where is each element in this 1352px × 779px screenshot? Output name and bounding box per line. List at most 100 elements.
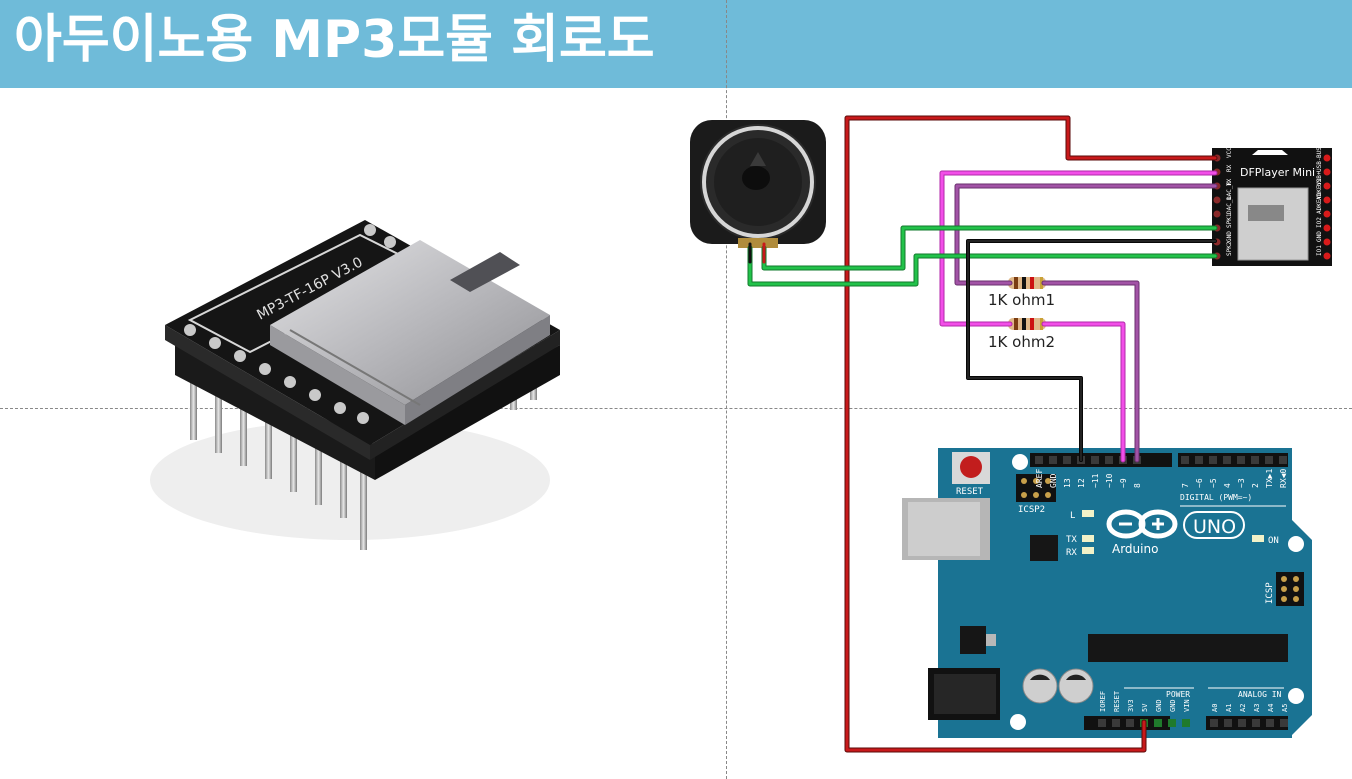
digital-pin-label: ~10 (1105, 473, 1114, 488)
led-tx-label: TX (1066, 535, 1077, 545)
digital-pin-label: 2 (1251, 483, 1260, 488)
dfplayer-pin-right (1323, 196, 1331, 204)
page-title: 아두이노용 MP3모듈 회로도 (14, 10, 655, 70)
dfplayer-pin-left-label: RX (1226, 164, 1233, 172)
dfplayer-pin-left-label: SPK2 (1226, 241, 1233, 256)
dfplayer-pin-left (1213, 210, 1221, 218)
analog-pin-hole (1210, 719, 1218, 727)
dfplayer-pin-right (1323, 224, 1331, 232)
dfplayer-pin-right (1323, 182, 1331, 190)
brand-label: Arduino (1112, 542, 1158, 556)
dfplayer-pin-right-label: IO2 (1316, 217, 1323, 228)
analog-pin-hole (1252, 719, 1260, 727)
horizontal-guide-line (0, 408, 1352, 409)
dfplayer-pin-left-label: VCC (1226, 147, 1233, 158)
analog-pin-label: A3 (1253, 704, 1261, 712)
digital-pin-label: RX◀0 (1279, 469, 1288, 488)
power-pin-hole (1168, 719, 1176, 727)
dfplayer-pin-right (1323, 168, 1331, 176)
power-label: POWER (1166, 690, 1190, 699)
dfplayer-pin-right (1323, 238, 1331, 246)
digital-label: DIGITAL (PWM=~) (1180, 493, 1252, 502)
power-pin-label: GND (1155, 699, 1163, 712)
power-pin-hole (1182, 719, 1190, 727)
digital-pin-hole (1223, 456, 1231, 464)
digital-pin-label: ~9 (1119, 478, 1128, 488)
digital-pin-label: 4 (1223, 483, 1232, 488)
power-pin-hole (1098, 719, 1106, 727)
uno-label: UNO (1193, 516, 1236, 538)
dfplayer-pin-left-label: GND (1226, 231, 1233, 242)
power-pin-label: VIN (1183, 699, 1191, 712)
icsp-label: ICSP (1265, 582, 1275, 604)
analog-pin-label: A5 (1281, 704, 1289, 712)
analog-pin-label: A0 (1211, 704, 1219, 712)
dfplayer-pin-right (1323, 210, 1331, 218)
digital-pin-label: ~3 (1237, 478, 1246, 488)
analog-pin-hole (1238, 719, 1246, 727)
on-label: ON (1268, 536, 1279, 546)
power-pin-label: GND (1169, 699, 1177, 712)
wire-tx-purple (954, 183, 1218, 463)
digital-pin-hole (1279, 456, 1287, 464)
led-rx-label: RX (1066, 548, 1077, 558)
digital-pin-label: 7 (1181, 483, 1190, 488)
wire-rx-magenta (939, 170, 1218, 463)
title-banner: 아두이노용 MP3모듈 회로도 (0, 0, 1352, 88)
power-pin-hole (1154, 719, 1162, 727)
digital-pin-label: ~11 (1091, 473, 1100, 488)
analog-pin-label: A4 (1267, 704, 1275, 712)
resistor-1-label: 1K ohm1 (988, 291, 1055, 309)
led-l-label: L (1070, 511, 1075, 521)
digital-pin-hole (1195, 456, 1203, 464)
wire-gnd-black (966, 239, 1217, 462)
digital-pin-hole (1265, 456, 1273, 464)
dfplayer-pin-left (1213, 196, 1221, 204)
analog-pin-label: A1 (1225, 704, 1233, 712)
dfplayer-pin-right-label: USB+ (1316, 171, 1323, 186)
digital-pin-hole (1035, 456, 1043, 464)
analog-pin-hole (1280, 719, 1288, 727)
analog-pin-hole (1224, 719, 1232, 727)
digital-pin-hole (1237, 456, 1245, 464)
analog-pin-label: A2 (1239, 704, 1247, 712)
digital-pin-label: GND (1049, 473, 1058, 488)
dfplayer-mini-module: DFPlayer Mini VCC RX TXDAC_RDAC_LSPK1GNDSP… (1212, 143, 1332, 266)
vertical-guide-line (726, 0, 727, 779)
digital-pin-label: 8 (1133, 483, 1142, 488)
power-pin-label: 3V3 (1127, 699, 1135, 712)
dfplayer-pin-left-label: DAC_R (1226, 182, 1233, 200)
power-pin-hole (1112, 719, 1120, 727)
mp3-module-photo: MP3-TF-16P V3.0 (150, 220, 560, 550)
resistor-2-label: 1K ohm2 (988, 333, 1055, 351)
power-pin-label: IOREF (1099, 691, 1107, 712)
digital-pin-label: 13 (1063, 478, 1072, 488)
dfplayer-pin-left-label: DAC_L (1226, 196, 1233, 214)
dfplayer-pin-right-label: IO1 (1316, 245, 1323, 256)
digital-pin-hole (1181, 456, 1189, 464)
power-pin-hole (1126, 719, 1134, 727)
digital-pin-label: ~5 (1209, 478, 1218, 488)
dfplayer-pin-right (1323, 252, 1331, 260)
dfplayer-pin-right-label: BUSY (1316, 143, 1323, 158)
digital-pin-hole (1209, 456, 1217, 464)
digital-pin-hole (1251, 456, 1259, 464)
dfplayer-pin-left-label: SPK1 (1226, 213, 1233, 228)
digital-pin-label: 12 (1077, 478, 1086, 488)
dfplayer-pin-right-label: ADKEY2 (1316, 178, 1323, 200)
analog-label: ANALOG IN (1238, 690, 1282, 699)
digital-pin-label: TX▶1 (1265, 469, 1274, 488)
digital-pin-label: AREF (1035, 469, 1044, 488)
digital-pin-hole (1091, 456, 1099, 464)
dfplayer-title: DFPlayer Mini (1240, 166, 1315, 179)
power-pin-label: RESET (1113, 690, 1121, 712)
dfplayer-pin-right-label: ADKEY1 (1316, 192, 1323, 214)
analog-pin-hole (1266, 719, 1274, 727)
dfplayer-pin-left-label: TX (1226, 178, 1233, 186)
power-pin-label: 5V (1141, 703, 1149, 712)
reset-label: RESET (956, 487, 984, 497)
wire-vcc-5v-red (844, 115, 1218, 753)
digital-pin-hole (1049, 456, 1057, 464)
